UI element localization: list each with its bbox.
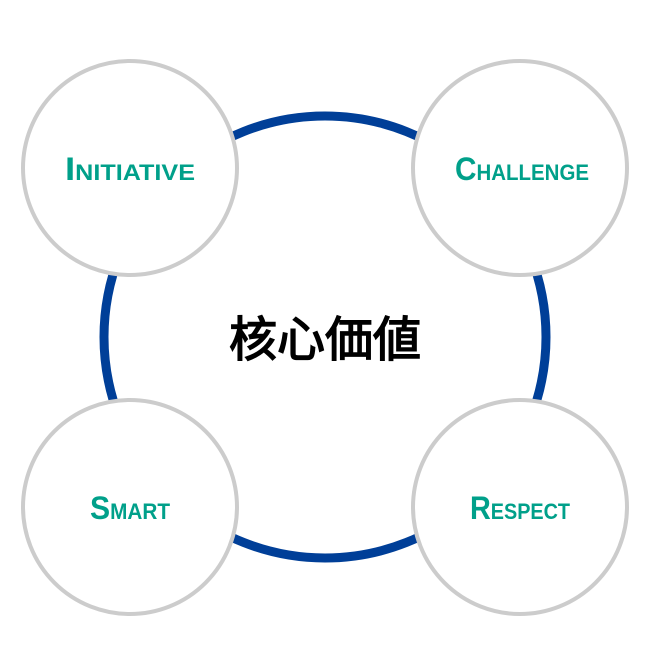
value-node-smart: Smart (21, 398, 239, 616)
value-label: Challenge (455, 151, 589, 187)
value-node-initiative: Initiative (21, 59, 239, 277)
value-node-challenge: Challenge (411, 59, 629, 277)
value-label: Respect (470, 490, 570, 526)
value-label: Smart (90, 490, 171, 526)
value-node-respect: Respect (411, 398, 629, 616)
value-label: Initiative (65, 151, 195, 187)
central-ring (99, 111, 551, 563)
center-label: 核心価値 (229, 312, 421, 368)
